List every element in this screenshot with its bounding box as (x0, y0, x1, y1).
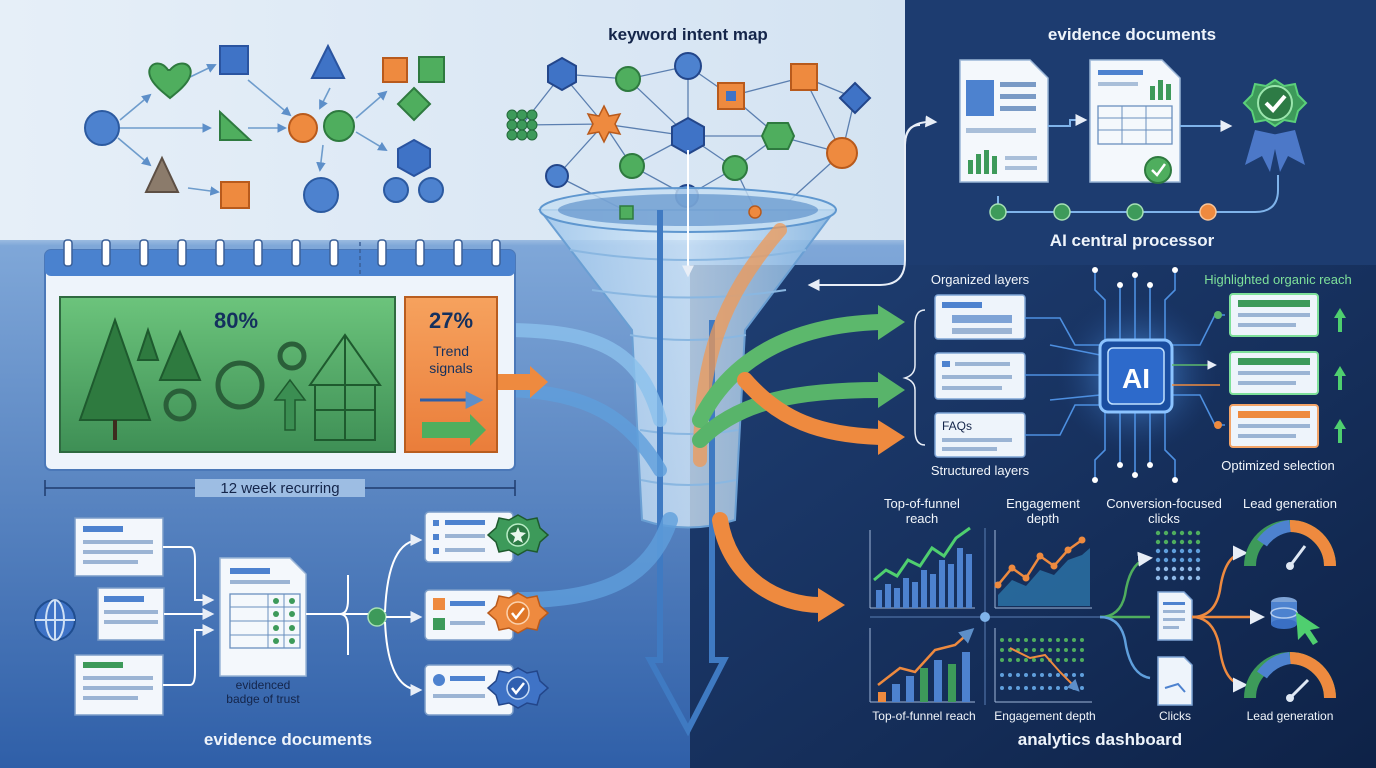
scatter-chart-bottom (994, 628, 1092, 703)
ai-processor-title: AI central processor (1050, 231, 1215, 250)
conversion-dot-grid (1155, 530, 1201, 581)
bottom-engagement-label: Engagement depth (994, 709, 1095, 723)
bar-chart-bottom (869, 628, 975, 703)
evidence-top-panel (807, 59, 1308, 291)
badge-line2: badge of trust (226, 692, 300, 706)
top-funnel-line2: reach (906, 511, 939, 526)
percent-main: 80% (214, 308, 258, 333)
bottom-clicks-label: Clicks (1159, 709, 1191, 723)
trend-line2: signals (429, 360, 473, 376)
bottom-top-funnel-label: Top-of-funnel reach (872, 709, 975, 723)
bottom-lead-label: Lead generation (1247, 709, 1334, 723)
bar-chart-top (869, 526, 975, 609)
gauge-icon (1244, 520, 1336, 570)
engagement-line2: depth (1027, 511, 1060, 526)
top-funnel-line1: Top-of-funnel (884, 496, 960, 511)
database-icon (1270, 597, 1320, 645)
analytics-title: analytics dashboard (1018, 730, 1182, 749)
faqs-label: FAQs (942, 419, 972, 433)
organized-label: Organized layers (931, 272, 1030, 287)
calendar-panel: 80% 27% Trend signals 12 week recurring (44, 239, 548, 497)
evidence-top-title: evidence documents (1048, 25, 1216, 44)
structured-label: Structured layers (931, 463, 1030, 478)
evidence-bottom-title: evidence documents (204, 730, 372, 749)
conversion-line2: clicks (1148, 511, 1180, 526)
shape-network (84, 43, 445, 213)
keyword-map-title: keyword intent map (608, 25, 768, 44)
analytics-panel: Top-of-funnel reach Engagement depth Con… (869, 496, 1337, 723)
ai-chip-label: AI (1122, 363, 1150, 394)
percent-trend: 27% (429, 308, 473, 333)
optimized-label: Optimized selection (1221, 458, 1334, 473)
highlighted-label: Highlighted organic reach (1204, 272, 1351, 287)
globe-icon (34, 599, 76, 641)
gauge-icon-bottom (1244, 652, 1336, 702)
conversion-line1: Conversion-focused (1106, 496, 1222, 511)
evidence-bottom-panel: evidenced badge of trust (34, 511, 550, 716)
engagement-line1: Engagement (1006, 496, 1080, 511)
span-label: 12 week recurring (220, 480, 339, 497)
ai-panel: Organized layers Highlighted organic rea… (902, 267, 1352, 483)
trend-line1: Trend (433, 343, 469, 359)
line-chart-top (994, 530, 1092, 609)
funnel (537, 150, 837, 737)
lead-top-label: Lead generation (1243, 496, 1337, 511)
badge-line1: evidenced (236, 678, 291, 692)
